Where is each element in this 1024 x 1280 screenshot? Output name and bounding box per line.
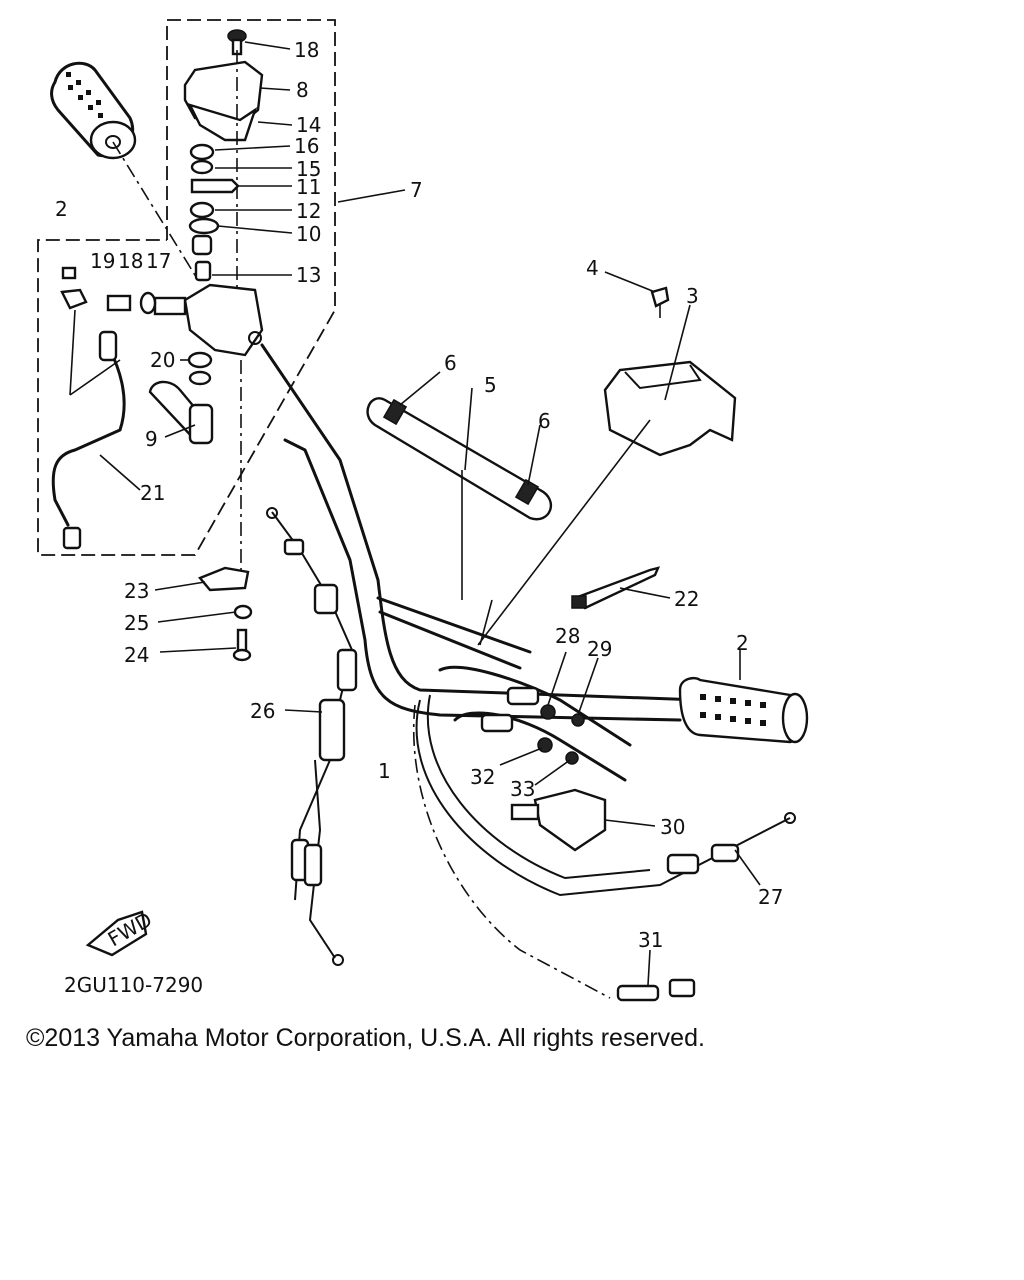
callout-19: 19 (90, 249, 115, 273)
grip-tube (366, 397, 552, 521)
throttle-cable (266, 507, 358, 966)
callout-2-left: 2 (55, 197, 68, 221)
callout-20: 20 (150, 348, 175, 372)
callout-25: 25 (124, 611, 149, 635)
callout-29: 29 (587, 637, 612, 661)
callout-30: 30 (660, 815, 685, 839)
callout-2-right: 2 (736, 631, 749, 655)
callout-5: 5 (484, 373, 497, 397)
callout-18: 18 (294, 38, 319, 62)
kill-switch-wire (51, 309, 126, 550)
callout-1: 1 (378, 759, 391, 783)
throttle-cover-stack (183, 29, 264, 282)
callout-33: 33 (510, 777, 535, 801)
callout-4: 4 (586, 256, 599, 280)
small-bolts (60, 266, 157, 315)
right-grip (678, 676, 809, 744)
callout-27: 27 (758, 885, 783, 909)
throttle-assembly-box (37, 19, 336, 556)
callout-26: 26 (250, 699, 275, 723)
callout-23: 23 (124, 579, 149, 603)
callout-8: 8 (296, 78, 309, 102)
callout-13: 13 (296, 263, 321, 287)
callout-6-lower: 6 (538, 409, 551, 433)
callout-21: 21 (140, 481, 165, 505)
callout-31: 31 (638, 928, 663, 952)
callout-7: 7 (410, 178, 423, 202)
brake-cables (438, 665, 632, 782)
clamp (198, 566, 253, 662)
callout-11: 11 (296, 175, 321, 199)
copyright-notice: ©2013 Yamaha Motor Corporation, U.S.A. A… (26, 1024, 705, 1052)
left-grip (50, 61, 137, 160)
handlebar-exploded-diagram: FWD 18 (37, 19, 809, 1002)
leader-lines (99, 41, 761, 986)
callout-16: 16 (294, 134, 319, 158)
callout-24: 24 (124, 643, 149, 667)
callout-22: 22 (674, 587, 699, 611)
fwd-arrow-icon: FWD (85, 907, 156, 957)
callout-3: 3 (686, 284, 699, 308)
callout-14: 14 (296, 113, 321, 137)
bar-pad-cover (603, 286, 737, 457)
diagram-code: 2GU110-7290 (64, 973, 203, 997)
callout-numbers: 18 8 14 16 15 11 12 10 13 7 2 19 18 17 2… (55, 38, 783, 997)
callout-6-upper: 6 (444, 351, 457, 375)
brake-cable (413, 694, 796, 999)
callout-12: 12 (296, 199, 321, 223)
callout-28: 28 (555, 624, 580, 648)
switch-connector (616, 978, 696, 1002)
throttle-lever (148, 380, 214, 445)
brake-switch (510, 788, 607, 852)
callout-9: 9 (145, 427, 158, 451)
callout-32: 32 (470, 765, 495, 789)
callout-18-lower: 18 (118, 249, 143, 273)
callout-17: 17 (146, 249, 171, 273)
callout-15: 15 (296, 157, 321, 181)
cable-tie (571, 566, 661, 610)
callout-10: 10 (296, 222, 321, 246)
